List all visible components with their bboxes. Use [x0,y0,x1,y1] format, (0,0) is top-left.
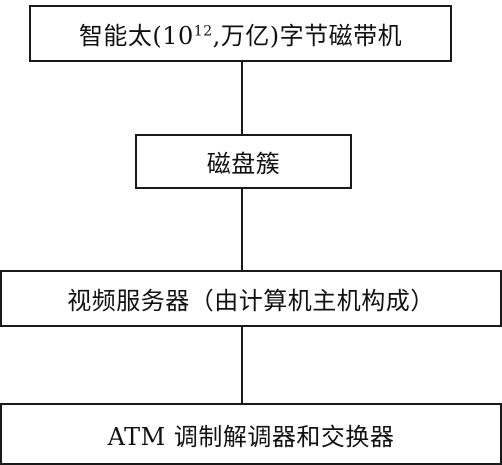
connector-line-server-to-atm [241,327,243,403]
tape-drive-label-prefix: 智能太(10 [78,22,194,50]
atm-modem-switch-box: ATM 调制解调器和交换器 [0,403,502,465]
tape-drive-label: 智能太(1012,万亿)字节磁带机 [79,16,402,51]
connector-line-disk-to-server [241,189,243,270]
disk-cluster-box: 磁盘簇 [135,134,352,189]
video-server-box: 视频服务器（由计算机主机构成） [0,270,502,327]
tape-drive-box: 智能太(1012,万亿)字节磁带机 [29,5,452,62]
tape-drive-label-exponent: 12 [193,23,213,40]
atm-modem-switch-label: ATM 调制解调器和交换器 [107,422,395,451]
video-server-label: 视频服务器（由计算机主机构成） [67,287,435,315]
connector-line-tape-to-disk [241,62,243,134]
tape-drive-label-suffix: ,万亿)字节磁带机 [212,22,403,50]
disk-cluster-label: 磁盘簇 [206,150,281,178]
